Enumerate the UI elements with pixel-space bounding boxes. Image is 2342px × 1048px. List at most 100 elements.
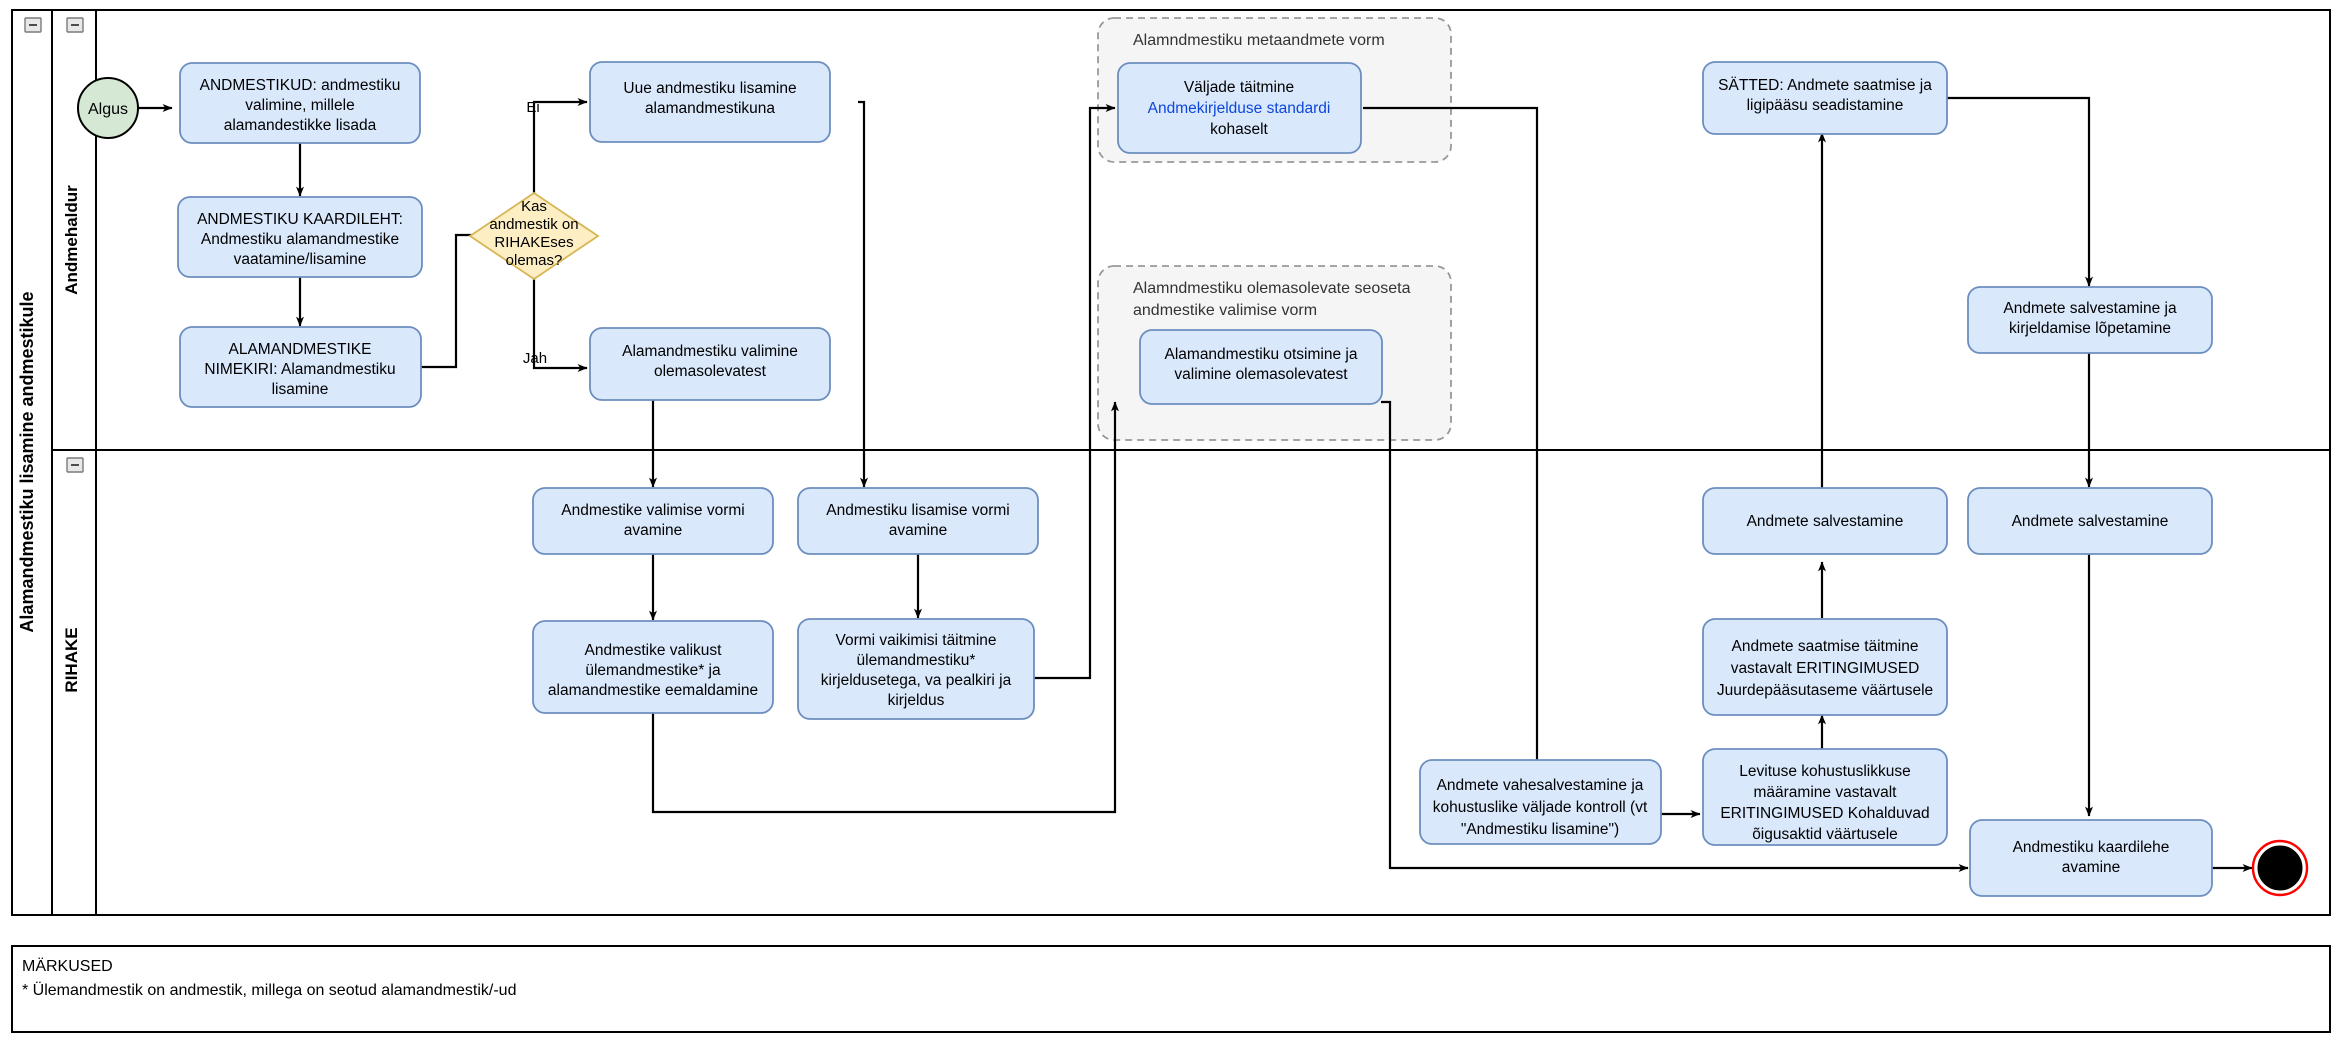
task-n8-line2: ülemandmestike* ja <box>585 662 721 679</box>
task-n2-line1: ANDMESTIKU KAARDILEHT: <box>197 211 403 228</box>
task-n5-line2: olemasolevatest <box>654 363 767 380</box>
task-andmestikud-valimine[interactable]: ANDMESTIKUD: andmestiku valimine, millel… <box>179 62 421 144</box>
task-n9-line3: kirjeldusetega, va pealkiri ja <box>821 672 1012 689</box>
start-event-label: Algus <box>88 101 128 118</box>
task-n3-line3: lisamine <box>272 381 329 398</box>
task-n14-line1: Andmete salvestamine <box>1747 513 1904 530</box>
task-andmete-salvestamine-kirjeldamise-lopetamine[interactable]: Andmete salvestamine ja kirjeldamise lõp… <box>1967 286 2213 354</box>
lane-collapse-icon-rihake[interactable] <box>66 457 84 473</box>
task-n9-line4: kirjeldus <box>888 692 945 709</box>
task-andmestiku-lisamise-vormi-avamine[interactable]: Andmestiku lisamise vormi avamine <box>797 487 1039 555</box>
task-n4-line2: alamandmestikuna <box>645 100 775 117</box>
task-n18-line4: õigusaktid väärtusele <box>1752 826 1898 843</box>
notes-box: MÄRKUSED * Ülemandmestik on andmestik, m… <box>11 945 2331 1033</box>
group-metaandmete-vorm-label: Alamndmestiku metaandmete vorm <box>1133 32 1385 49</box>
task-andmestiku-kaardilehe-avamine[interactable]: Andmestiku kaardilehe avamine <box>1969 819 2213 897</box>
task-n8-line3: alamandmestike eemaldamine <box>548 682 758 699</box>
gateway-line1: Kas <box>521 198 547 215</box>
task-n1-line3: alamandestikke lisada <box>224 117 377 134</box>
task-n12-line2: ligipääsu seadistamine <box>1747 97 1904 114</box>
flow-n10-to-n17 <box>1363 106 1541 785</box>
task-n10-link-line[interactable]: Andmekirjelduse standardi <box>1148 100 1331 117</box>
task-n5-line1: Alamandmestiku valimine <box>622 343 798 360</box>
task-andmete-salvestamine-right[interactable]: Andmete salvestamine <box>1967 487 2213 555</box>
task-alamandmestiku-otsimine-valimine[interactable]: Alamandmestiku otsimine ja valimine olem… <box>1139 329 1383 405</box>
task-n8-line1: Andmestike valikust <box>585 642 723 659</box>
task-n7-line1: Andmestiku lisamise vormi <box>826 502 1009 519</box>
task-valjade-taitmine-standardi-kohaselt[interactable]: Väljade täitmine Andmekirjelduse standar… <box>1117 62 1362 154</box>
pool-title-label: Alamandmestiku lisamine andmestikule <box>17 291 37 632</box>
edge-label-yes: Jah <box>523 350 547 367</box>
edge-label-no: Ei <box>526 99 539 116</box>
task-n10-line3: kohaselt <box>1210 121 1268 138</box>
task-n7-line2: avamine <box>889 522 948 539</box>
gateway-line4: olemas? <box>506 252 563 269</box>
gateway-kas-andmestik-rihakeses[interactable]: Kas andmestik on RIHAKEses olemas? <box>468 191 600 281</box>
flow-n3-to-gate <box>421 231 487 369</box>
task-n17-line3: "Andmestiku lisamine") <box>1461 821 1619 838</box>
task-n15-line1: Andmete salvestamine <box>2012 513 2169 530</box>
notes-title: MÄRKUSED <box>22 957 113 975</box>
task-andmestike-valikust-eemaldamine[interactable]: Andmestike valikust ülemandmestike* ja a… <box>532 620 774 714</box>
task-n2-line3: vaatamine/lisamine <box>234 251 367 268</box>
end-event[interactable] <box>2251 839 2309 897</box>
gateway-line2: andmestik on <box>489 216 578 233</box>
lane-collapse-icon-andmehaldur[interactable] <box>66 17 84 33</box>
task-n9-line1: Vormi vaikimisi täitmine <box>835 632 996 649</box>
task-n18-line2: määramine vastavalt <box>1753 784 1897 801</box>
task-n6-line1: Andmestike valimise vormi <box>561 502 744 519</box>
task-n3-line1: ALAMANDMESTIKE <box>229 341 372 358</box>
lane-label-rihake-text: RIHAKE <box>62 627 81 692</box>
task-n17-line2: kohustuslike väljade kontroll (vt <box>1433 799 1648 816</box>
flow-n8-to-n11 <box>651 401 1119 814</box>
flow-gate-to-n4 <box>532 98 588 196</box>
task-n12-line1: SÄTTED: Andmete saatmise ja <box>1718 77 1932 94</box>
task-n1-line1: ANDMESTIKUD: andmestiku <box>200 77 401 94</box>
task-n17-line1: Andmete vahesalvestamine ja <box>1437 777 1644 794</box>
task-uue-andmestiku-lisamine[interactable]: Uue andmestiku lisamine alamandmestikuna <box>589 61 831 143</box>
start-event-algus[interactable]: Algus <box>77 77 139 139</box>
lane-label-andmehaldur: Andmehaldur <box>62 185 81 295</box>
flow-gate-to-n5 <box>532 275 588 372</box>
flow-n4-to-n7 <box>858 100 868 488</box>
flow-n11-to-n19 <box>1381 400 1969 872</box>
pool-collapse-icon[interactable] <box>24 17 42 33</box>
task-andmete-salvestamine-left[interactable]: Andmete salvestamine <box>1702 487 1948 555</box>
task-n3-line2: NIMEKIRI: Alamandmestiku <box>204 361 395 378</box>
task-andmestiku-kaardileht[interactable]: ANDMESTIKU KAARDILEHT: Andmestiku alaman… <box>177 196 423 278</box>
lane-label-andmehaldur-text: Andmehaldur <box>62 185 81 295</box>
lane-label-rihake: RIHAKE <box>62 627 81 692</box>
task-satted-andmete-saatmise-seadistamine[interactable]: SÄTTED: Andmete saatmise ja ligipääsu se… <box>1702 61 1948 135</box>
task-n11-line1: Alamandmestiku otsimine ja <box>1165 346 1358 363</box>
task-levituse-kohustuslikkuse-maaramine[interactable]: Levituse kohustuslikkuse määramine vasta… <box>1702 748 1948 846</box>
task-n18-line3: ERITINGIMUSED Kohalduvad <box>1720 805 1929 822</box>
task-andmestike-valimise-vormi-avamine[interactable]: Andmestike valimise vormi avamine <box>532 487 774 555</box>
notes-line-1: * Ülemandmestik on andmestik, millega on… <box>22 981 516 999</box>
task-n13-line1: Andmete salvestamine ja <box>2003 300 2177 317</box>
task-n19-line1: Andmestiku kaardilehe <box>2013 839 2170 856</box>
task-n6-line2: avamine <box>624 522 683 539</box>
pool-title: Alamandmestiku lisamine andmestikule <box>17 291 37 632</box>
task-n16-line2: vastavalt ERITINGIMUSED <box>1731 660 1920 677</box>
task-andmete-saatmise-taitmine-eritingimused[interactable]: Andmete saatmise täitmine vastavalt ERIT… <box>1702 618 1948 716</box>
flow-n12-to-n13 <box>1947 96 2093 287</box>
task-n11-line2: valimine olemasolevatest <box>1174 366 1348 383</box>
task-n18-line1: Levituse kohustuslikkuse <box>1739 763 1910 780</box>
pool-frame <box>11 9 2331 916</box>
task-vormi-vaikimisi-taitmine[interactable]: Vormi vaikimisi täitmine ülemandmestiku*… <box>797 618 1035 720</box>
task-n2-line2: Andmestiku alamandmestike <box>201 231 399 248</box>
gateway-line3: RIHAKEses <box>494 234 573 251</box>
task-alamandmestike-nimekiri[interactable]: ALAMANDMESTIKE NIMEKIRI: Alamandmestiku … <box>179 326 422 408</box>
flow-n9-to-n10 <box>1033 104 1116 680</box>
task-alamandmestiku-valimine-olemasolevatest[interactable]: Alamandmestiku valimine olemasolevatest <box>589 327 831 401</box>
task-n16-line1: Andmete saatmise täitmine <box>1732 638 1919 655</box>
group-seoseta-label-line2: andmestike valimise vorm <box>1133 302 1317 319</box>
task-n19-line2: avamine <box>2062 859 2121 876</box>
task-n13-line2: kirjeldamise lõpetamine <box>2009 320 2171 337</box>
task-n4-line1: Uue andmestiku lisamine <box>623 80 796 97</box>
task-n10-line1: Väljade täitmine <box>1184 79 1294 96</box>
task-andmete-vahesalvestamine-kontroll[interactable]: Andmete vahesalvestamine ja kohustuslike… <box>1419 759 1662 845</box>
task-n16-line3: Juurdepääsutaseme väärtusele <box>1717 682 1933 699</box>
